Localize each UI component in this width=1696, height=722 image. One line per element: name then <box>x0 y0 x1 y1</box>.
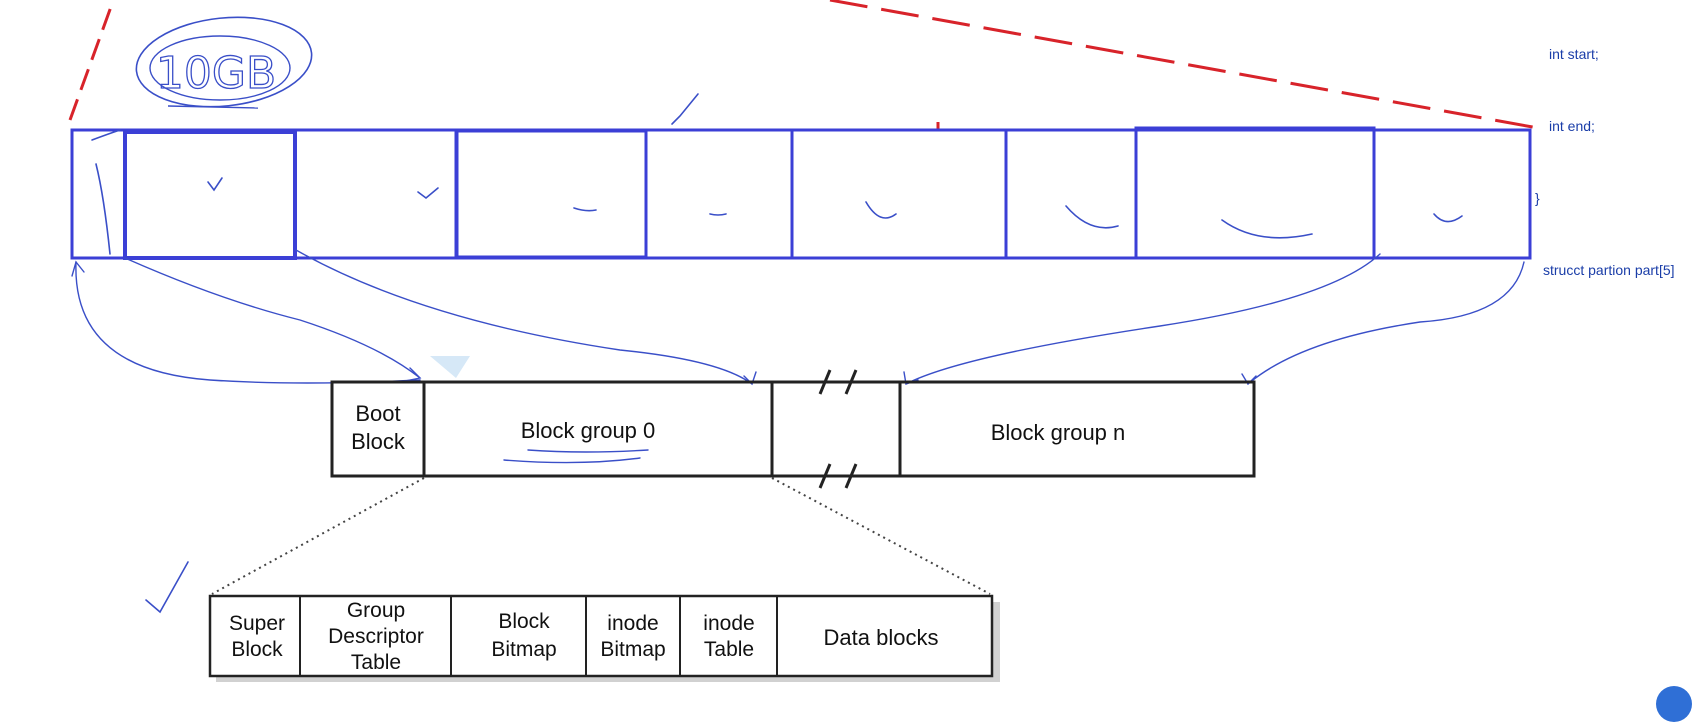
super-block-line2: Block <box>231 638 283 661</box>
code-snippet: int start; int end; } strucct partion pa… <box>1535 0 1675 306</box>
block-group-detail <box>208 594 1000 682</box>
code-line: } <box>1535 190 1540 206</box>
disk-layout <box>330 369 1256 489</box>
gdt-line3: Table <box>351 651 401 674</box>
gdt-line2: Descriptor <box>328 625 424 648</box>
partition-strip <box>70 126 1532 260</box>
boot-block-label-line1: Boot <box>355 401 400 426</box>
partition-cell-3 <box>455 129 648 259</box>
partition-cell-1 <box>123 130 297 260</box>
block-group-0-label: Block group 0 <box>521 418 656 443</box>
block-bitmap-line1: Block <box>498 610 550 633</box>
code-line: int end; <box>1549 118 1595 134</box>
partition-outline <box>70 128 1532 260</box>
left-red-dash <box>68 3 114 121</box>
code-line: int start; <box>1549 46 1599 62</box>
break-marks <box>818 369 858 489</box>
block-bitmap-line2: Bitmap <box>491 638 556 661</box>
partition-cell-7 <box>1134 126 1376 260</box>
inode-bitmap-line2: Bitmap <box>600 638 665 661</box>
handwritten-checkmarks <box>91 93 1463 614</box>
handwritten-note: 10GB <box>135 16 313 109</box>
floating-action-button[interactable] <box>1656 686 1692 722</box>
expansion-lines <box>211 477 991 595</box>
code-line: strucct partion part[5] <box>1543 262 1675 278</box>
handwritten-10gb: 10GB <box>156 48 276 99</box>
block-group-n-box <box>898 380 1256 478</box>
inode-table-line2: Table <box>704 638 754 661</box>
right-red-dash <box>829 0 1539 130</box>
mapping-curves <box>71 249 1525 464</box>
data-blocks-label: Data blocks <box>824 625 939 650</box>
diagram-canvas: 10GB Boot Block Block group 0 Bloc <box>68 0 1539 682</box>
block-group-0-box <box>422 380 774 478</box>
super-block-line1: Super <box>229 612 285 635</box>
boot-block-label-line2: Block <box>351 429 406 454</box>
detail-box <box>208 594 994 678</box>
faint-marker <box>430 356 470 378</box>
block-group-n-label: Block group n <box>991 420 1126 445</box>
gdt-line1: Group <box>347 599 405 622</box>
inode-bitmap-line1: inode <box>607 612 658 635</box>
inode-table-line1: inode <box>703 612 754 635</box>
